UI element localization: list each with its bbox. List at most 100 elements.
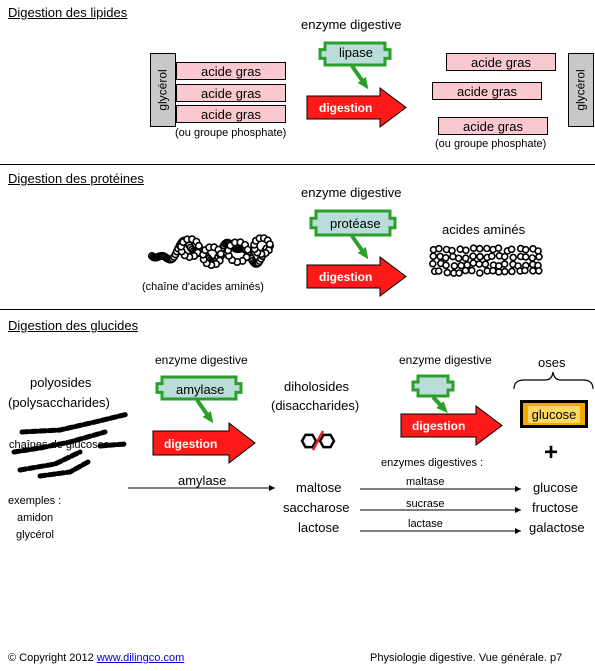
glucose-chain-3 (37, 459, 91, 479)
lipase-green-arrow-head (357, 77, 369, 90)
fatty-acid-right-1: acide gras (446, 53, 556, 71)
copyright-text: © Copyright 2012 (8, 652, 94, 664)
glucose-chain-1 (11, 429, 108, 455)
amylase-green-arrow-head (202, 411, 214, 424)
oses-label: oses (538, 355, 566, 370)
protein-chain-bead (194, 241, 203, 250)
proteins-title: Digestion des protéines (8, 171, 144, 186)
protein-chain-bead (265, 240, 274, 249)
lipids-digestion-arrow (306, 87, 407, 128)
amino-acid-bead (475, 244, 484, 253)
amino-acid-bead (434, 267, 443, 275)
amino-acid-bead (461, 266, 470, 275)
carbs-digestion-label-1: digestion (164, 437, 218, 451)
glycerol-block-left: glycérol (150, 53, 176, 127)
lipids-title: Digestion des lipides (8, 5, 128, 20)
amino-acid-bead (534, 247, 542, 255)
plus-sign: + (544, 439, 559, 466)
amino-acid-bead (469, 244, 478, 252)
amino-acid-bead (435, 244, 443, 253)
examples-label: exemples : (8, 495, 62, 507)
amino-acid-bead (450, 262, 459, 270)
amino-acid-bead (482, 244, 491, 253)
glycerol-block-right: glycérol (568, 53, 594, 127)
carbs-digestion-arrow-2 (400, 405, 503, 446)
amino-acid-bead (489, 266, 497, 275)
amino-acid-bead (442, 261, 450, 270)
amino-acid-bead (448, 246, 456, 255)
polyosides-label: polyosides (30, 375, 92, 390)
enzyme-list-0: maltase (406, 476, 445, 488)
carbs-enzyme-label-1: enzyme digestive (155, 353, 248, 367)
protease-label: protéase (330, 216, 381, 231)
enzyme-list-2: lactase (408, 518, 443, 530)
sucrase-reaction-arrow-head (515, 507, 521, 513)
amino-acid-bead (476, 252, 484, 261)
amino-acid-bead (500, 252, 509, 261)
separator-1 (0, 164, 595, 165)
polysaccharides-label: (polysaccharides) (8, 395, 110, 410)
protein-chain-bead (243, 245, 252, 254)
amino-acid-bead (462, 246, 470, 255)
disaccharide-2: lactose (298, 520, 340, 535)
lipase-plug (318, 41, 392, 67)
monosaccharide-0: glucose (533, 480, 578, 495)
lipids-enzyme-label: enzyme digestive (301, 17, 402, 32)
fatty-acid-left-2: acide gras (176, 84, 286, 102)
amino-acid-bead (429, 252, 438, 261)
amino-acid-bead (461, 254, 470, 263)
glucose-chain-0 (19, 411, 131, 435)
amino-acid-bead (443, 268, 452, 277)
proteins-digestion-label: digestion (319, 270, 373, 284)
separator-2 (0, 309, 595, 310)
footer-copyright: © Copyright 2012 www.dilingco.com (8, 653, 184, 664)
amino-acid-bead (454, 254, 463, 263)
fatty-acid-left-3: acide gras (176, 105, 286, 123)
maltase-reaction-arrow-head (515, 486, 521, 492)
amino-acid-bead (494, 268, 503, 276)
protein-chain-caption: (chaîne d'acides aminés) (142, 281, 264, 293)
amino-acid-bead (475, 269, 484, 277)
lactase-reaction-arrow-head (515, 528, 521, 534)
example-item-0: amidon (17, 512, 54, 524)
amylase-label: amylase (176, 382, 225, 397)
enzyme-list-1: sucrase (406, 498, 445, 510)
protease-plug (309, 209, 397, 237)
amino-acid-bead (534, 266, 543, 275)
proteins-enzyme-label: enzyme digestive (301, 185, 402, 200)
carbs-digestion-arrow-1 (152, 421, 256, 465)
amino-acid-bead (469, 252, 477, 261)
monosaccharide-1: fructose (532, 500, 579, 515)
footer-link[interactable]: www.dilingco.com (96, 652, 185, 664)
carbs-digestion-label-2: digestion (412, 419, 466, 433)
example-item-1: glycérol (16, 529, 54, 541)
disaccharides-label: (disaccharides) (271, 398, 360, 413)
fatty-acid-right-2: acide gras (432, 82, 542, 100)
disaccharide-ring-left (300, 433, 318, 449)
footer-page: Physiologie digestive. Vue générale. p7 (370, 652, 563, 664)
amino-acid-bead (487, 252, 496, 261)
disaccharide-1: saccharose (283, 500, 350, 515)
amino-acids-label: acides aminés (442, 222, 526, 237)
phosphate-note-left: (ou groupe phosphate) (175, 127, 287, 139)
disaccharide-ring-right (318, 433, 336, 449)
diholosides-label: diholosides (284, 379, 350, 394)
amino-acid-bead (467, 266, 476, 275)
amino-acid-bead (500, 260, 509, 268)
amylase-arrow-label: amylase (178, 473, 227, 488)
amino-acid-bead (521, 266, 529, 275)
phosphate-note-right: (ou groupe phosphate) (435, 138, 547, 150)
amino-acid-bead (521, 253, 530, 261)
amino-acid-bead (494, 244, 503, 252)
small-enzyme-green-arrow-head (436, 401, 448, 413)
small-enzyme-plug (411, 374, 455, 398)
amylase-plug (155, 375, 243, 401)
oses-brace (513, 371, 594, 390)
amino-acid-bead (469, 259, 478, 267)
protease-green-arrow-head (357, 247, 369, 260)
amylase-reaction-arrow-head (269, 485, 275, 491)
glucose-chain-4 (97, 441, 128, 449)
glucose-box: glucose (520, 400, 588, 428)
